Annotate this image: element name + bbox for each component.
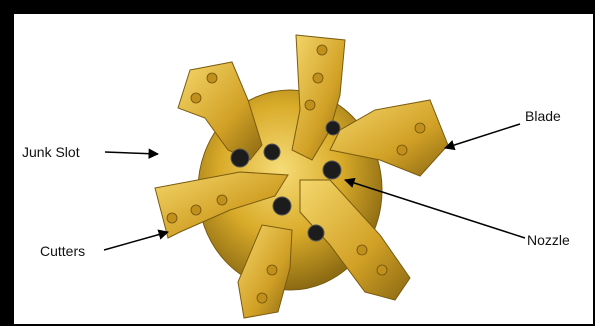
nozzle-port: [231, 149, 249, 167]
junk-slot-arrow: [105, 152, 158, 154]
nozzle-port: [273, 197, 291, 215]
cutters-arrow: [104, 232, 168, 250]
cutter: [217, 195, 227, 205]
cutter: [317, 45, 327, 55]
cutter: [397, 145, 407, 155]
blade-arrow: [445, 124, 520, 148]
cutter: [313, 73, 323, 83]
cutter: [305, 100, 315, 110]
nozzle-port: [326, 121, 340, 135]
cutters-label: Cutters: [40, 243, 85, 259]
nozzle-port: [323, 161, 341, 179]
cutter: [191, 205, 201, 215]
cutter: [267, 265, 277, 275]
cutter: [357, 245, 367, 255]
drill-bit: [155, 35, 448, 318]
cutter: [167, 213, 177, 223]
cutter: [257, 293, 267, 303]
nozzle-port: [308, 225, 324, 241]
nozzle-label: Nozzle: [527, 232, 570, 248]
junk-slot-label: Junk Slot: [22, 144, 80, 160]
cutter: [415, 123, 425, 133]
cutter: [191, 93, 201, 103]
cutter: [377, 265, 387, 275]
nozzle-port: [264, 144, 280, 160]
cutter: [207, 73, 217, 83]
blade-label: Blade: [525, 108, 561, 124]
